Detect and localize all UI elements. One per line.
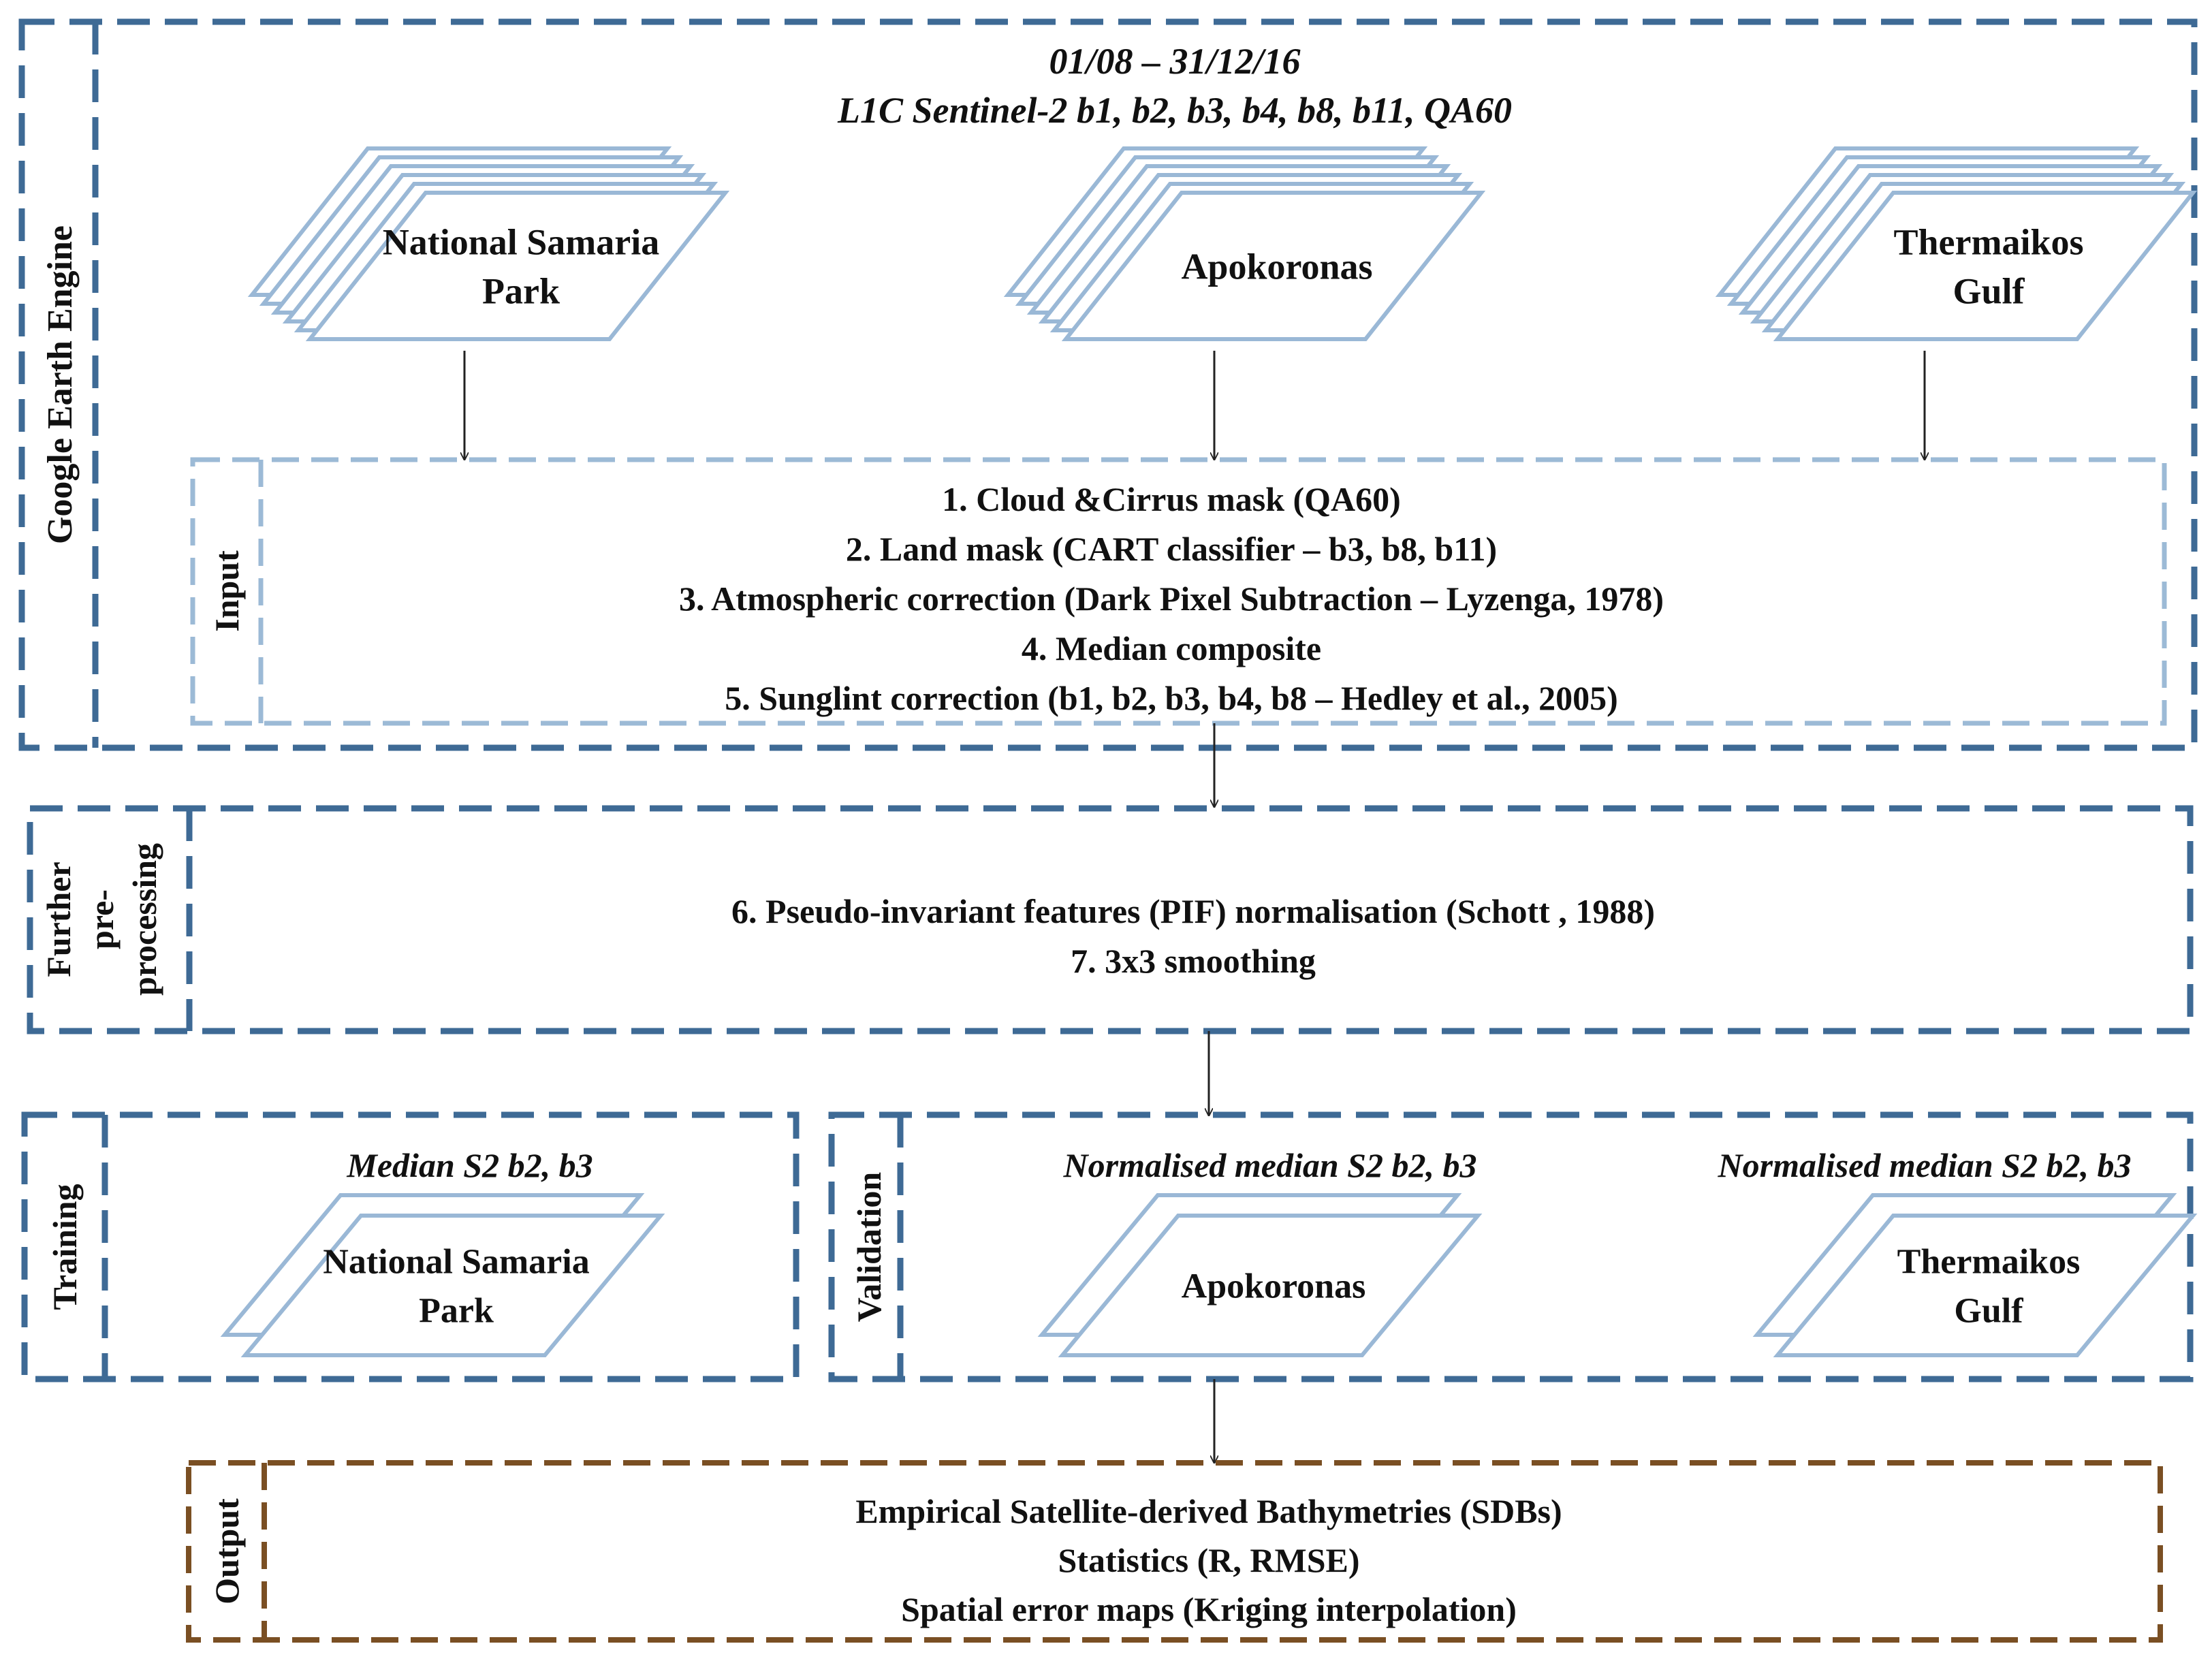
- preprocessing-label-line-1: Further: [40, 861, 78, 977]
- input-step-1: 1. Cloud &Cirrus mask (QA60): [942, 480, 1401, 518]
- stack-label-line: Apokoronas: [1181, 246, 1372, 287]
- gee-date-range: 01/08 – 31/12/16: [1049, 41, 1300, 82]
- input-step-4: 4. Median composite: [1022, 629, 1321, 667]
- image-sheet: [240, 1214, 665, 1357]
- validation-caption-thermaikos: Normalised median S2 b2, b3: [1718, 1146, 2132, 1184]
- preprocessing-box: [27, 805, 2194, 1034]
- preprocessing-step-6: 6. Pseudo-invariant features (PIF) norma…: [731, 892, 1655, 930]
- preprocessing-step-7: 7. 3x3 smoothing: [1071, 942, 1316, 980]
- stack-label-line: Apokoronas: [1182, 1267, 1366, 1306]
- gee-bands: L1C Sentinel-2 b1, b2, b3, b4, b8, b11, …: [837, 90, 1512, 131]
- image-sheet: [1058, 1214, 1483, 1357]
- output-side-label: Output: [208, 1498, 246, 1604]
- stack-label-line: National Samaria: [323, 1243, 589, 1282]
- stack-apokoronas: Apokoronas: [1003, 146, 1486, 341]
- validation-side-label: Validation: [850, 1172, 888, 1323]
- input-box: [190, 457, 2167, 726]
- validation-box: [828, 1111, 2194, 1382]
- input-section: Input 1. Cloud &Cirrus mask (QA60) 2. Lan…: [190, 457, 2167, 726]
- gee-side-label: Google Earth Engine: [41, 225, 80, 544]
- image-sheet: [1773, 191, 2198, 341]
- output-line-1: Empirical Satellite-derived Bathymetries…: [855, 1492, 1562, 1530]
- training-caption: Median S2 b2, b3: [346, 1146, 592, 1184]
- output-section: Output Empirical Satellite-derived Bathy…: [186, 1460, 2163, 1643]
- image-sheet: [1061, 191, 1486, 341]
- input-steps: 1. Cloud &Cirrus mask (QA60) 2. Land mask…: [679, 480, 1664, 717]
- stack-label-line: Park: [419, 1292, 494, 1331]
- validation-stack-apokoronas: Apokoronas: [1037, 1193, 1483, 1357]
- gee-outer-box: [18, 18, 2198, 751]
- preprocessing-section: Further pre- processing 6. Pseudo-invari…: [27, 805, 2194, 1034]
- gee-section: Google Earth Engine 01/08 – 31/12/16 L1C…: [18, 18, 2198, 751]
- stack-label-line: Thermaikos: [1897, 1243, 2081, 1282]
- stack-label-line: Gulf: [1953, 270, 2025, 311]
- preprocessing-label-line-3: processing: [125, 843, 163, 996]
- input-step-5: 5. Sunglint correction (b1, b2, b3, b4, …: [725, 679, 1618, 717]
- stack-label-line: Thermaikos: [1893, 221, 2083, 262]
- input-step-2: 2. Land mask (CART classifier – b3, b8, …: [846, 530, 1497, 568]
- stack-label-line: Park: [482, 270, 560, 311]
- input-side-label: Input: [208, 550, 246, 632]
- output-line-2: Statistics (R, RMSE): [1058, 1541, 1359, 1579]
- validation-caption-apokoronas: Normalised median S2 b2, b3: [1063, 1146, 1477, 1184]
- validation-section: Validation Normalised median S2 b2, b3 N…: [828, 1111, 2198, 1382]
- preprocessing-label-line-2: pre-: [82, 889, 121, 949]
- training-box: [21, 1111, 800, 1382]
- training-side-label: Training: [46, 1184, 84, 1310]
- stack-label-line: Gulf: [1954, 1292, 2023, 1331]
- image-sheet: [1773, 1214, 2198, 1357]
- output-box: [186, 1460, 2163, 1643]
- output-line-3: Spatial error maps (Kriging interpolatio…: [901, 1590, 1517, 1628]
- training-section: Training Median S2 b2, b3 National Samar…: [21, 1111, 800, 1382]
- image-sheet: [305, 191, 730, 341]
- stack-label-line: National Samaria: [383, 221, 660, 262]
- input-step-3: 3. Atmospheric correction (Dark Pixel Su…: [679, 580, 1664, 618]
